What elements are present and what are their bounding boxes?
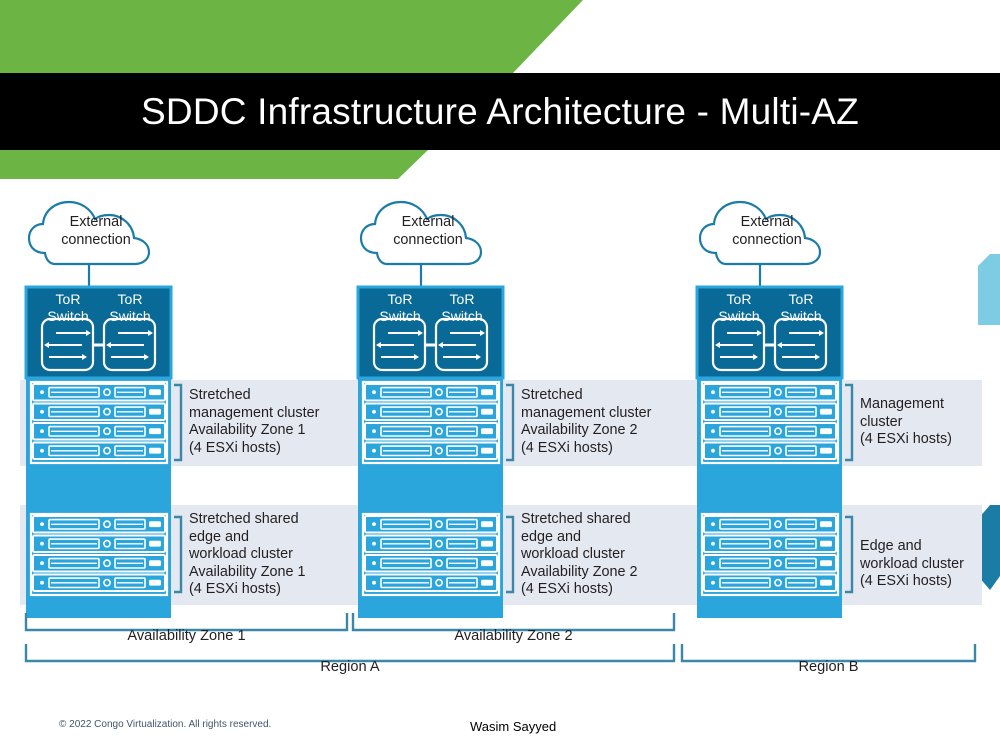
column-az1 xyxy=(24,200,183,618)
zone-label-az2: Availability Zone 2 xyxy=(454,628,573,644)
cluster-label-az1-mgmt: Stretched management cluster Availabilit… xyxy=(189,387,320,456)
cluster-label-az1-edge: Stretched shared edge and workload clust… xyxy=(189,511,306,598)
footer-copyright: © 2022 Congo Virtualization. All rights … xyxy=(59,719,272,730)
cloud-label-az2: External connection xyxy=(393,214,463,248)
page-title: SDDC Infrastructure Architecture - Multi… xyxy=(141,90,859,132)
bracket-region-b xyxy=(680,644,977,663)
bracket-az2-edge xyxy=(506,515,515,594)
tor-label-regionb-left: ToR Switch xyxy=(718,291,760,324)
region-label-b: Region B xyxy=(798,659,859,675)
hosts-az2-mgmt xyxy=(361,380,501,465)
cluster-label-rb-edge: Edge and workload cluster (4 ESXi hosts) xyxy=(860,538,964,590)
hosts-az1-edge xyxy=(29,512,169,597)
column-az2 xyxy=(356,200,515,618)
column-regionb xyxy=(695,200,854,618)
slide-title-bar: SDDC Infrastructure Architecture - Multi… xyxy=(0,73,1000,150)
cluster-label-az2-mgmt: Stretched management cluster Availabilit… xyxy=(521,387,652,456)
bracket-zone-az1 xyxy=(24,613,349,632)
tor-label-az1-right: ToR Switch xyxy=(109,291,151,324)
tor-label-az2-right: ToR Switch xyxy=(441,291,483,324)
green-shape-bottom xyxy=(0,150,428,179)
cloud-label-az1: External connection xyxy=(61,214,131,248)
tor-label-az2-left: ToR Switch xyxy=(379,291,421,324)
bracket-zone-az2 xyxy=(351,613,676,632)
region-label-a: Region A xyxy=(320,659,380,675)
bracket-az1-mgmt xyxy=(174,383,183,462)
hosts-rb-edge xyxy=(700,512,840,597)
tor-label-az1-left: ToR Switch xyxy=(47,291,89,324)
cloud-label-regionb: External connection xyxy=(732,214,802,248)
diagram-graphics xyxy=(20,200,982,663)
bracket-rb-edge xyxy=(845,515,854,594)
architecture-diagram: External connection External connection … xyxy=(20,188,982,688)
hosts-rb-mgmt xyxy=(700,380,840,465)
zone-label-az1: Availability Zone 1 xyxy=(127,628,246,644)
bracket-az2-mgmt xyxy=(506,383,515,462)
hosts-az2-edge xyxy=(361,512,501,597)
green-shape-top xyxy=(0,0,583,73)
footer-author: Wasim Sayyed xyxy=(470,719,557,734)
bracket-region-a xyxy=(24,644,676,663)
bracket-az1-edge xyxy=(174,515,183,594)
tor-label-regionb-right: ToR Switch xyxy=(780,291,822,324)
cluster-label-rb-mgmt: Management cluster (4 ESXi hosts) xyxy=(860,396,952,448)
hosts-az1-mgmt xyxy=(29,380,169,465)
bracket-rb-mgmt xyxy=(845,383,854,462)
cluster-label-az2-edge: Stretched shared edge and workload clust… xyxy=(521,511,638,598)
